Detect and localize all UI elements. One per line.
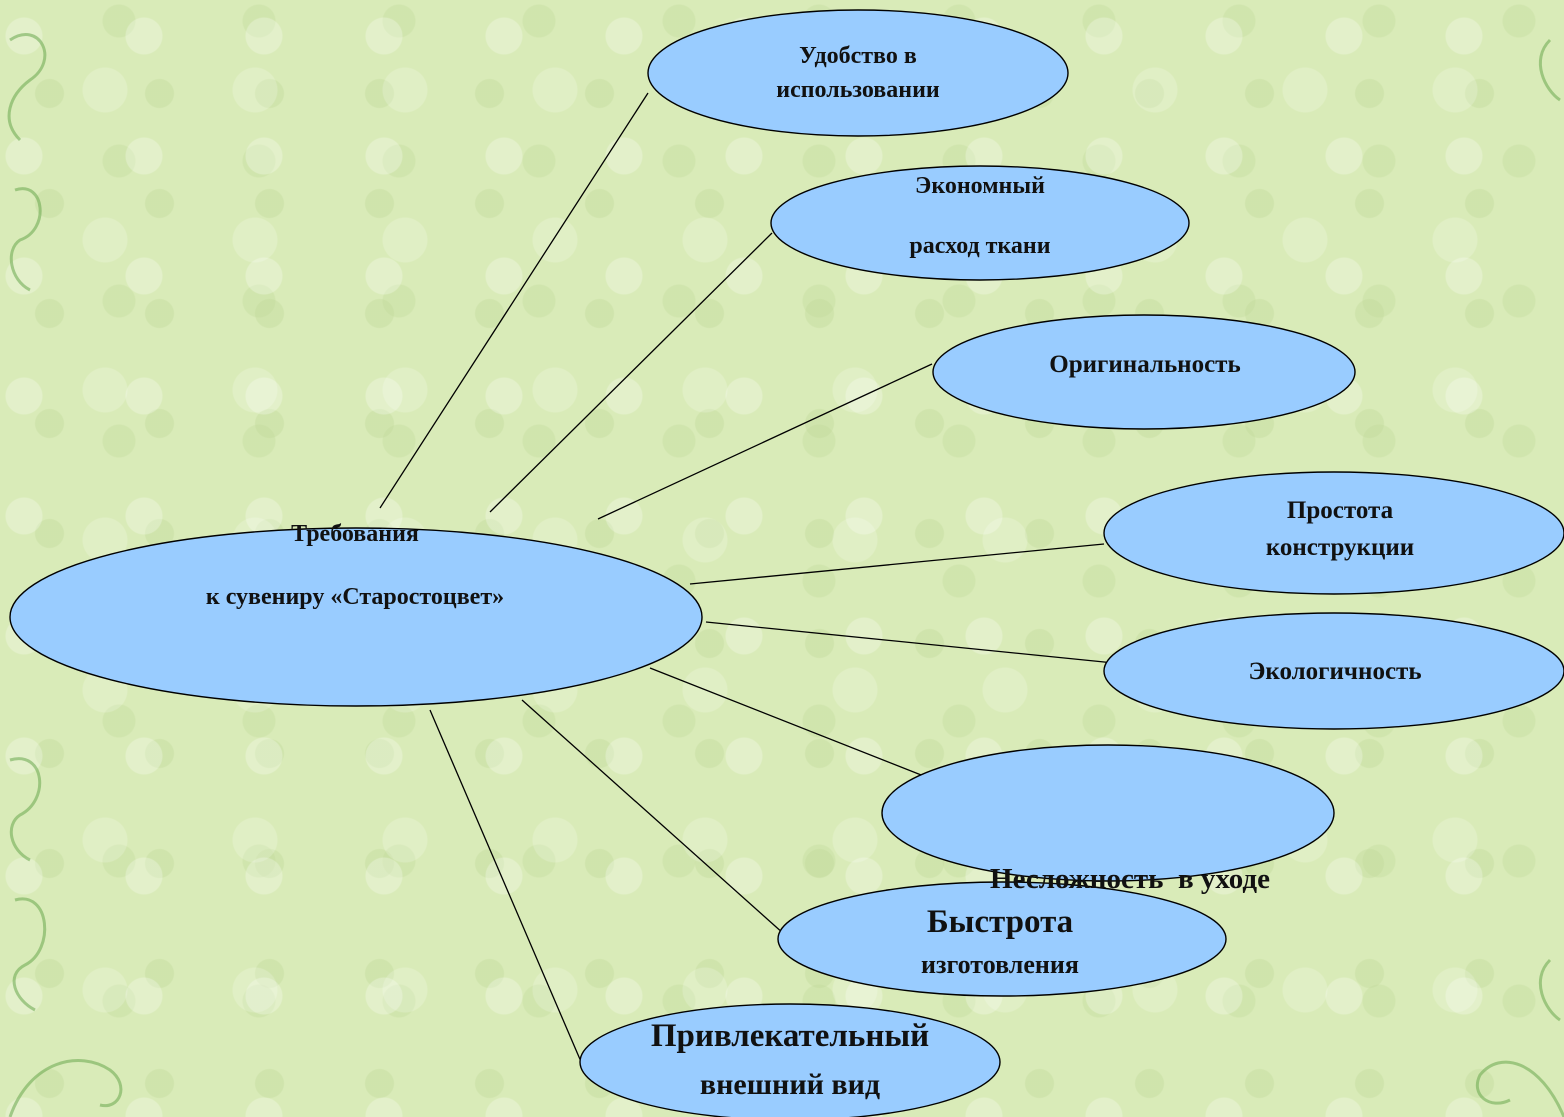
node-ecology-label: Экологичность: [1248, 658, 1422, 685]
node-attractive-label: Привлекательный внешний вид: [650, 1018, 930, 1101]
node-easy-care-shape: [881, 744, 1335, 882]
node-shapes: [9, 9, 1564, 1117]
node-simplicity-label: Простота конструкции: [1265, 497, 1415, 561]
connectors: [379, 92, 1125, 1065]
node-economy-label: Экономный расход ткани: [909, 173, 1051, 260]
connector-simplicity: [689, 543, 1105, 585]
node-speed-shape: [777, 881, 1227, 997]
node-speed-label: Быстрота изготовления: [921, 904, 1079, 979]
center-subtitle-line: к сувениру «Старостоцвет»: [205, 584, 505, 611]
node-originality-label: Оригинальность: [1049, 351, 1241, 378]
node-ecology-shape: [1103, 612, 1564, 730]
vine-decoration: [7, 33, 1564, 1117]
connector-convenience: [379, 92, 649, 509]
connector-easy-care: [649, 667, 945, 785]
node-easy-care-label: Несложность в уходе: [990, 863, 1270, 896]
node-convenience-label: Удобство в использовании: [776, 43, 940, 104]
node-originality-shape: [932, 314, 1356, 430]
node-economy-shape: [770, 165, 1190, 281]
connector-attractive: [429, 709, 583, 1065]
connector-originality: [597, 363, 933, 520]
node-simplicity-shape: [1103, 471, 1564, 595]
center-title-line: Требования: [291, 521, 419, 547]
center-node-shape: [9, 527, 703, 707]
node-convenience-shape: [647, 9, 1069, 137]
connector-economy: [489, 232, 773, 513]
node-attractive-shape: [579, 1003, 1001, 1117]
center-node-label: Требования к сувениру «Старостоцвет»: [60, 518, 650, 614]
connector-ecology: [705, 621, 1125, 665]
connector-speed: [521, 699, 785, 935]
